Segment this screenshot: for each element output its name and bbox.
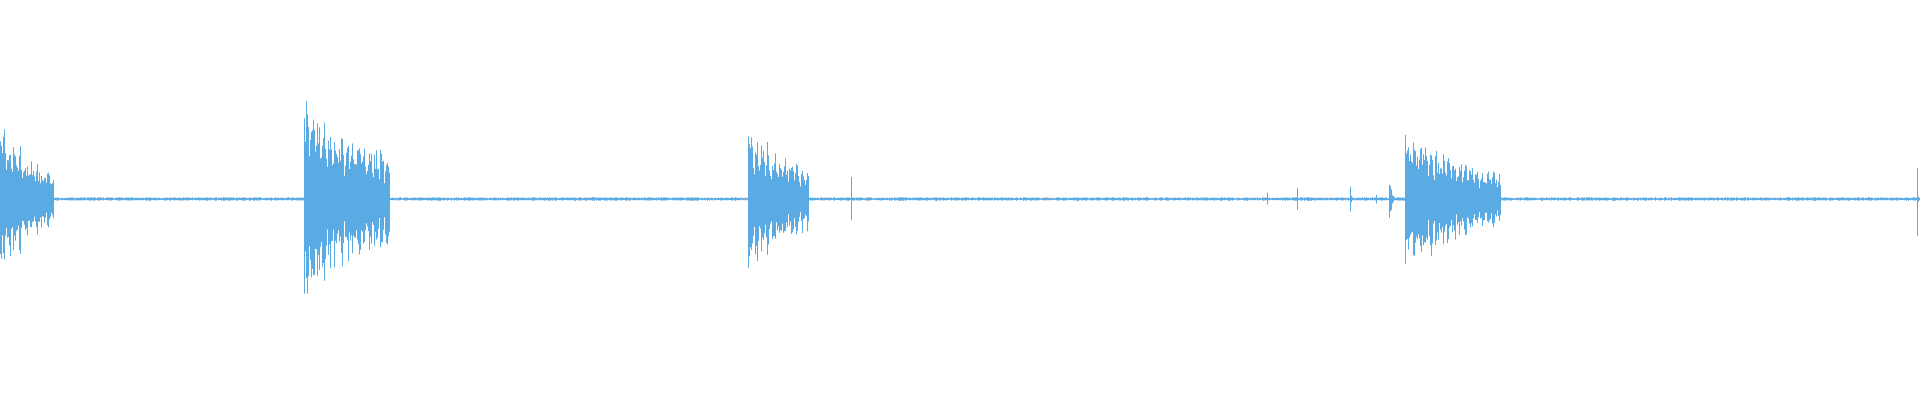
waveform-samples <box>0 101 1920 294</box>
